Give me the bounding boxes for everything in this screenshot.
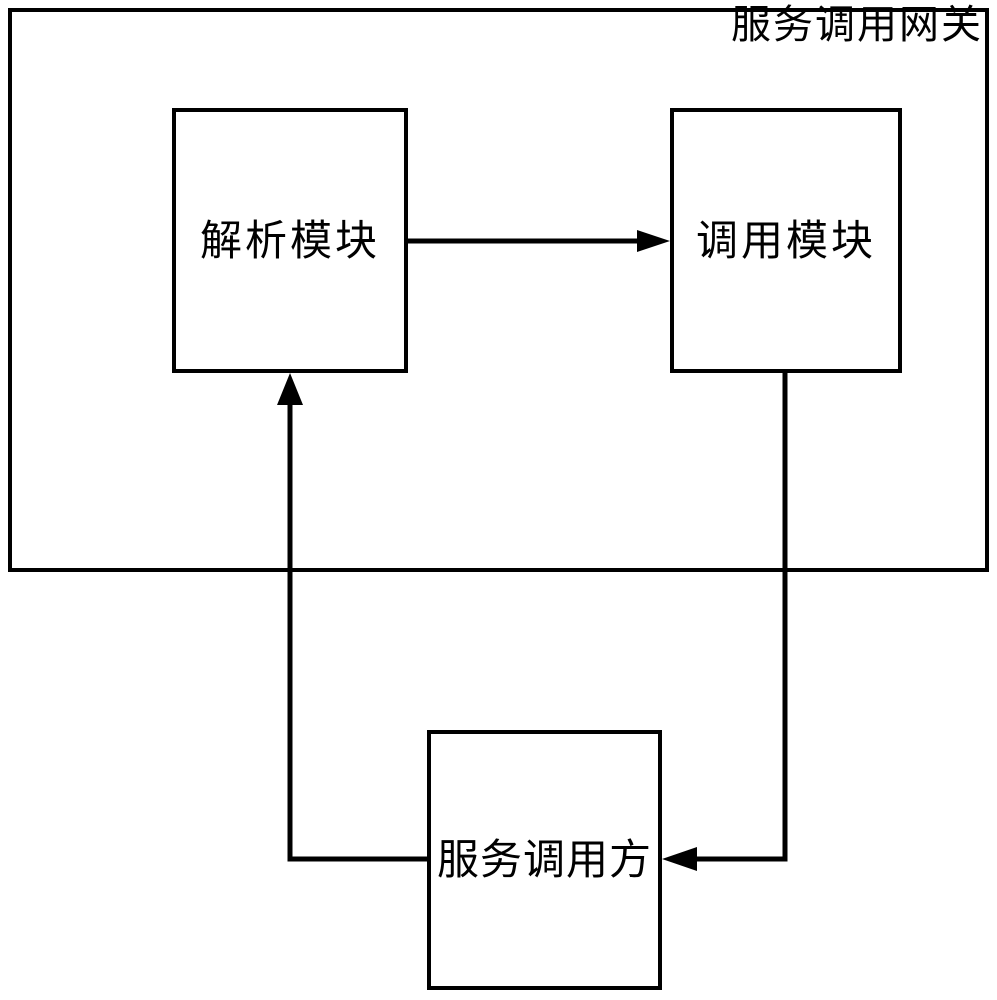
- node-parse-module[interactable]: 解析模块: [172, 108, 408, 373]
- node-invoke-module[interactable]: 调用模块: [670, 108, 902, 373]
- gateway-title: 服务调用网关: [731, 2, 983, 48]
- gateway-container: [8, 8, 989, 572]
- node-service-caller-label: 服务调用方: [436, 835, 652, 884]
- node-service-caller[interactable]: 服务调用方: [427, 730, 662, 990]
- arrowhead-left-icon: [662, 847, 697, 871]
- node-invoke-module-label: 调用模块: [695, 215, 876, 265]
- node-parse-module-label: 解析模块: [199, 215, 380, 265]
